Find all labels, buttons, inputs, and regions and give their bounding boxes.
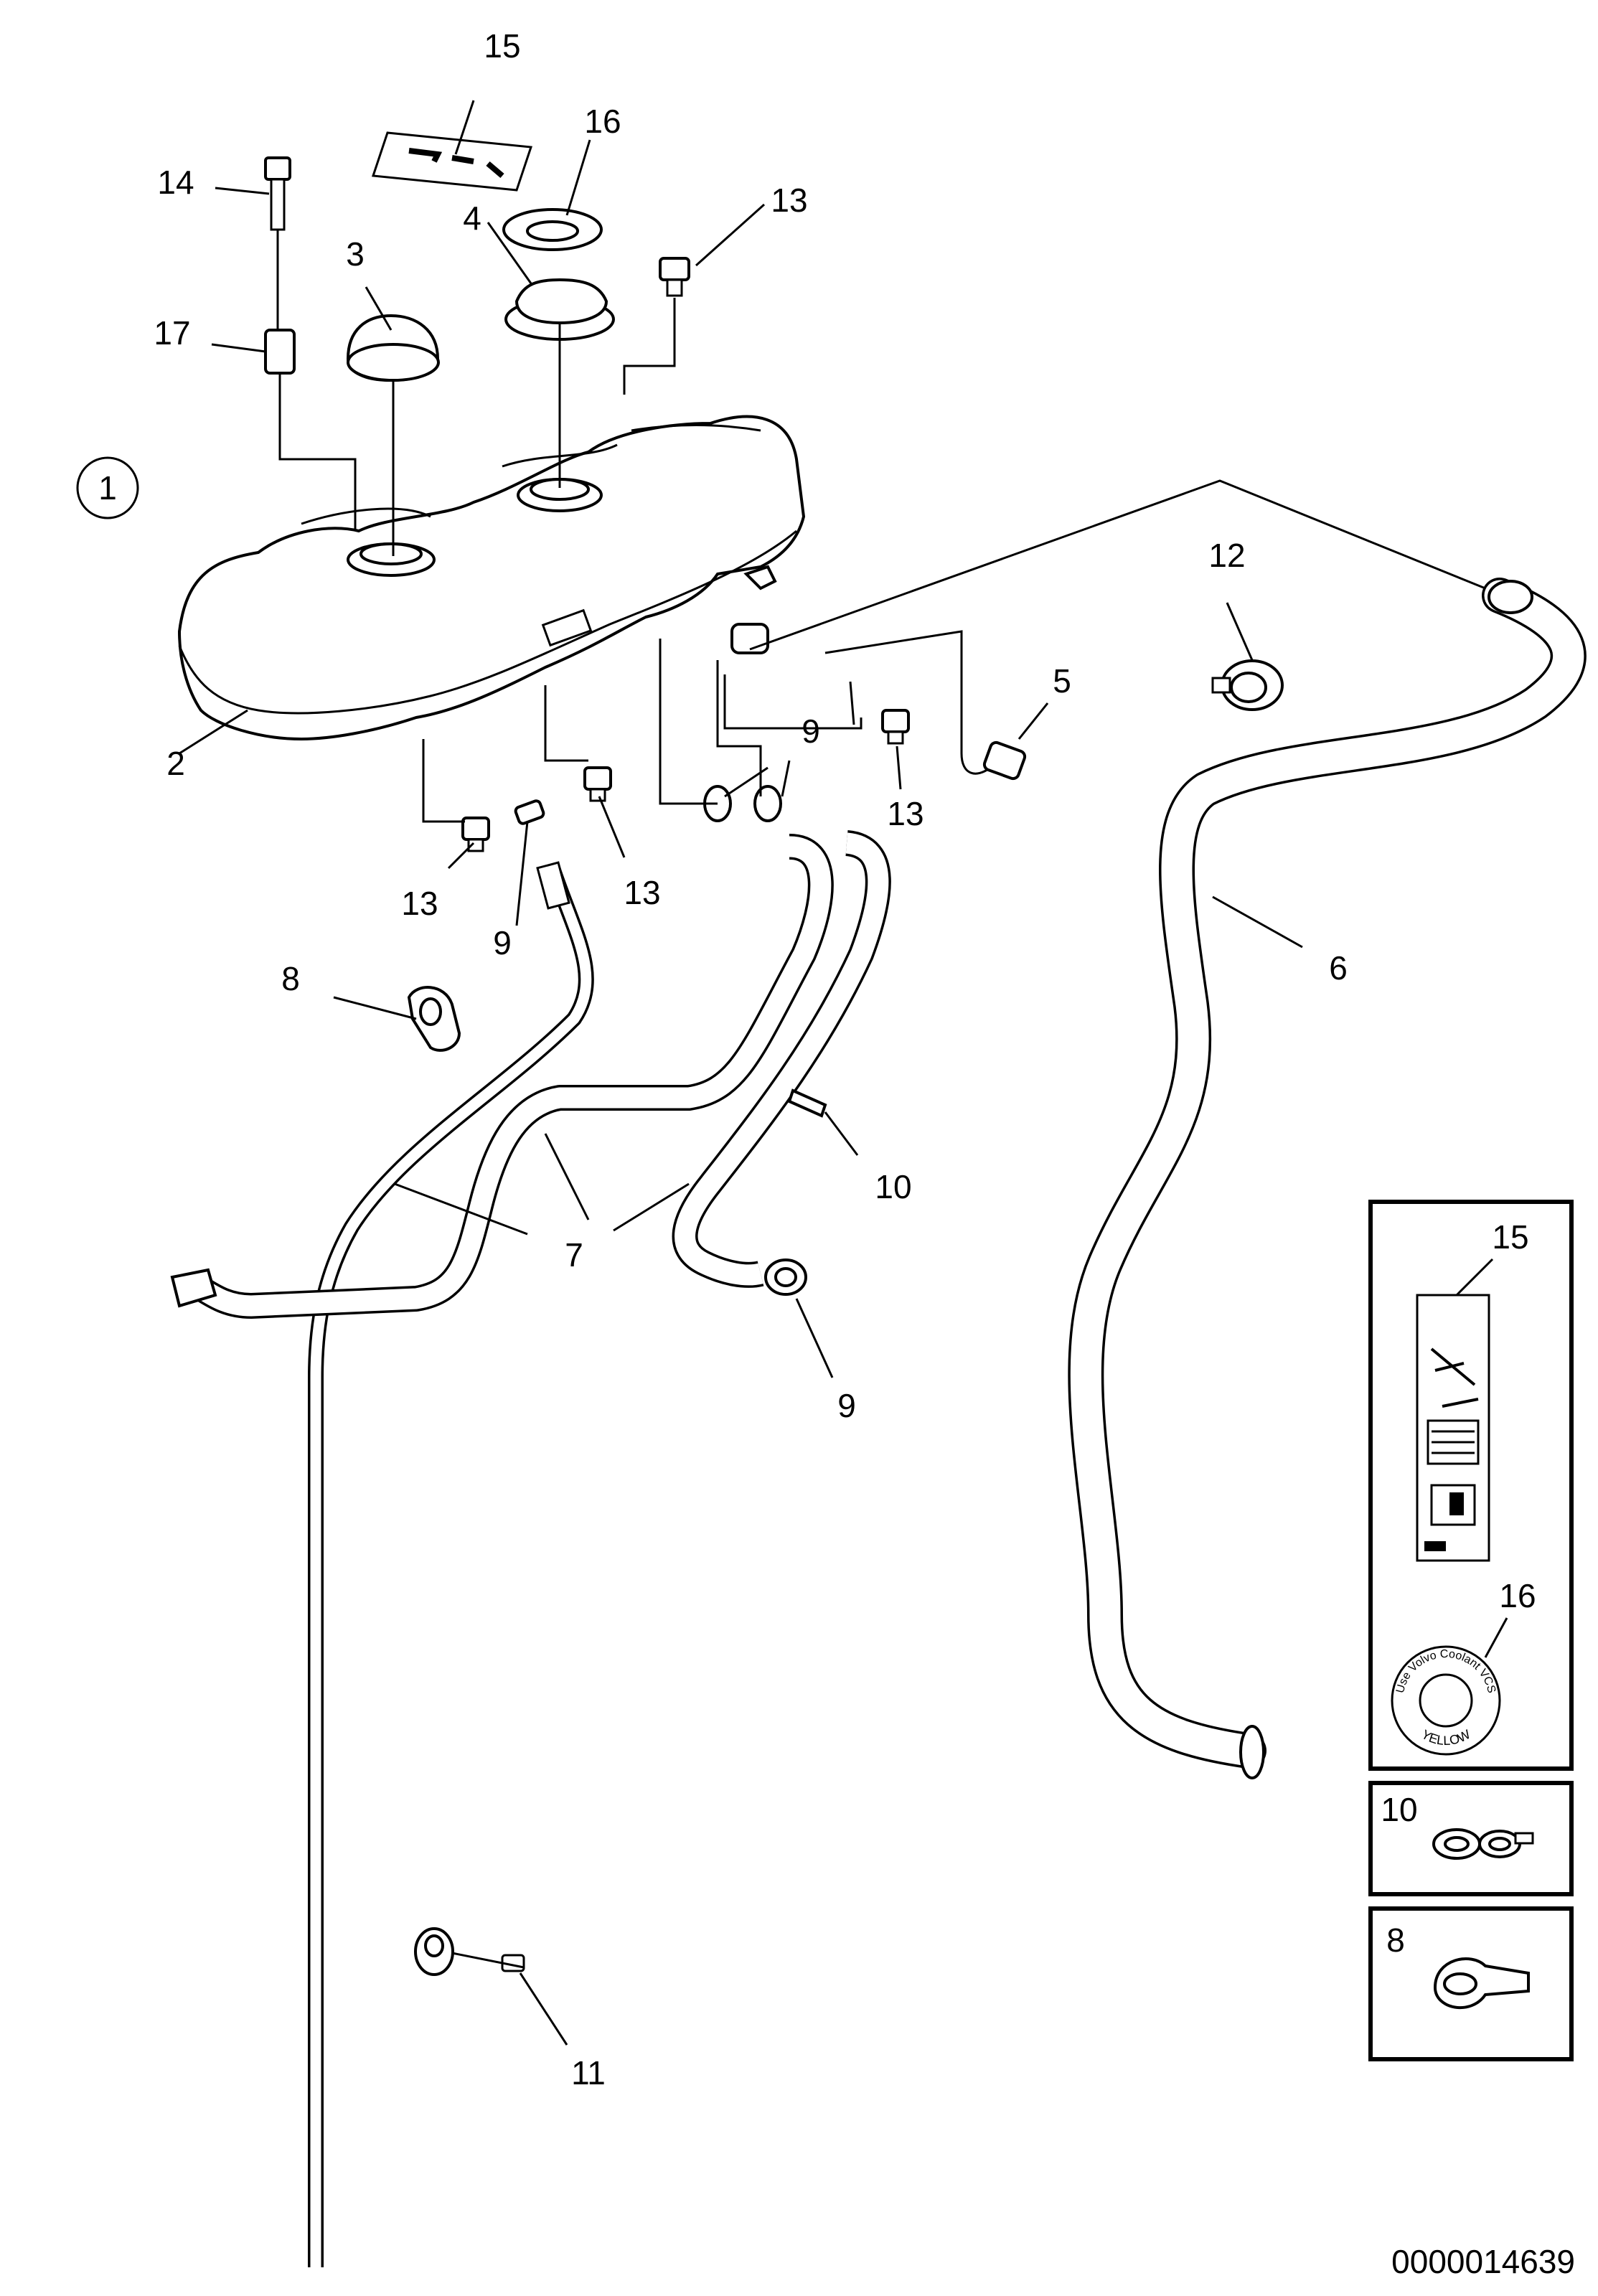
callout-9-left: 9 xyxy=(493,924,512,961)
callout-12: 12 xyxy=(1208,537,1245,574)
bolt-13-mid xyxy=(583,766,612,802)
inset-callout-8: 8 xyxy=(1386,1921,1405,1959)
callout-2: 2 xyxy=(166,745,185,782)
leader-lines xyxy=(179,100,1486,2046)
callout-13-top: 13 xyxy=(771,182,807,219)
callout-10: 10 xyxy=(875,1168,911,1205)
callout-13-mid: 13 xyxy=(624,874,660,911)
callout-7: 7 xyxy=(565,1236,583,1274)
callout-8: 8 xyxy=(281,960,300,997)
callout-9-lower: 9 xyxy=(837,1387,856,1424)
clip-10 xyxy=(787,1088,827,1118)
callout-15: 15 xyxy=(484,27,520,65)
inset-callout-10: 10 xyxy=(1381,1791,1417,1828)
callout-3: 3 xyxy=(346,235,365,273)
inset-clip-8-box: 8 xyxy=(1368,1906,1574,2061)
clip-8-inset xyxy=(1433,1957,1530,2009)
bolt-13-top xyxy=(659,257,690,297)
callout-5: 5 xyxy=(1053,662,1071,700)
callout-6: 6 xyxy=(1329,949,1348,987)
hose-7 xyxy=(170,830,891,1319)
inset-callout-16: 16 xyxy=(1499,1577,1536,1614)
clip-10-inset xyxy=(1432,1828,1534,1860)
callout-9-top: 9 xyxy=(802,712,820,750)
callout-14: 14 xyxy=(157,164,194,201)
decal-15 xyxy=(371,131,533,192)
callout-4: 4 xyxy=(463,199,481,237)
hose-6 xyxy=(1068,578,1587,1779)
clamp-9-left xyxy=(514,799,545,825)
inset-clip-10-box: 10 xyxy=(1368,1781,1574,1896)
callout-labels: 2 3 4 5 6 7 8 9 9 9 10 11 12 13 13 13 13… xyxy=(154,27,1347,2092)
drawing-number: 0000014639 xyxy=(1391,2243,1575,2280)
spacer-17 xyxy=(264,329,296,375)
view-marker-label: 1 xyxy=(98,469,117,507)
bolt-14 xyxy=(264,156,291,330)
clamp-9-lower xyxy=(764,1258,807,1296)
filler-cap-3 xyxy=(346,314,440,382)
callout-17: 17 xyxy=(154,314,190,352)
clip-11 xyxy=(414,1927,525,1976)
view-marker: 1 xyxy=(76,456,139,519)
decal-15-inset xyxy=(1416,1294,1490,1562)
bolt-13-right xyxy=(881,709,910,745)
bolt-13-left xyxy=(461,817,490,852)
cap-label-ring-16 xyxy=(502,208,603,251)
level-sensor-5 xyxy=(960,682,1027,781)
pressure-cap-4 xyxy=(504,278,615,341)
callout-11: 11 xyxy=(571,2054,606,2092)
expansion-tank xyxy=(177,415,806,741)
inset-labels-box: 15 16 Use Volvo Coolant VCS YELLOW xyxy=(1368,1200,1574,1771)
callout-13-right: 13 xyxy=(887,795,923,832)
callout-16: 16 xyxy=(584,103,621,140)
clamp-12 xyxy=(1211,659,1284,711)
overflow-tube xyxy=(308,861,594,2267)
cap-label-16-inset: Use Volvo Coolant VCS YELLOW xyxy=(1391,1645,1501,1756)
clip-8 xyxy=(407,986,461,1052)
callout-13-left: 13 xyxy=(401,885,438,922)
inset-callout-15: 15 xyxy=(1492,1218,1528,1256)
